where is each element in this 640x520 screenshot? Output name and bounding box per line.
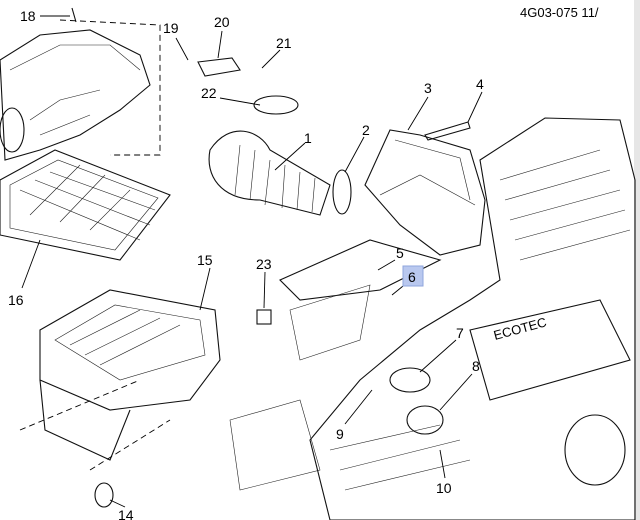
callout-19[interactable]: 19 xyxy=(163,20,179,36)
callout-14[interactable]: 14 xyxy=(118,507,134,520)
clamp xyxy=(332,169,352,215)
callout-15[interactable]: 15 xyxy=(197,252,213,268)
callout-23[interactable]: 23 xyxy=(256,256,272,272)
intake-duct xyxy=(208,130,331,216)
callout-highlight xyxy=(402,265,424,287)
grommet-23 xyxy=(256,309,272,325)
bolt-18 xyxy=(71,7,77,23)
callout-3[interactable]: 3 xyxy=(424,80,432,96)
callout-1[interactable]: 1 xyxy=(304,130,312,146)
leader-lines xyxy=(21,15,483,508)
engine: ECOTEC xyxy=(229,117,636,520)
resonator xyxy=(364,129,486,256)
callout-7[interactable]: 7 xyxy=(456,325,464,341)
callout-21[interactable]: 21 xyxy=(276,35,292,51)
grommet-14 xyxy=(94,482,114,508)
callout-4[interactable]: 4 xyxy=(476,76,484,92)
callout-2[interactable]: 2 xyxy=(362,122,370,138)
callout-18[interactable]: 18 xyxy=(20,8,36,24)
clamp-upper xyxy=(253,95,299,115)
callout-10[interactable]: 10 xyxy=(436,480,452,496)
air-cleaner-upper-housing xyxy=(0,29,151,161)
air-filter-element xyxy=(0,149,171,261)
callout-16[interactable]: 16 xyxy=(8,292,24,308)
callout-8[interactable]: 8 xyxy=(472,358,480,374)
figure-code: 4G03-075 11/ xyxy=(520,5,599,20)
bolt xyxy=(424,121,471,141)
callout-20[interactable]: 20 xyxy=(214,14,230,30)
maf-sensor xyxy=(197,57,241,77)
scroll-edge xyxy=(634,0,640,520)
callout-6[interactable]: 6 xyxy=(408,269,416,285)
callout-9[interactable]: 9 xyxy=(336,426,344,442)
callout-5[interactable]: 5 xyxy=(396,245,404,261)
air-cleaner-lower-housing xyxy=(39,289,221,461)
callout-22[interactable]: 22 xyxy=(201,85,217,101)
